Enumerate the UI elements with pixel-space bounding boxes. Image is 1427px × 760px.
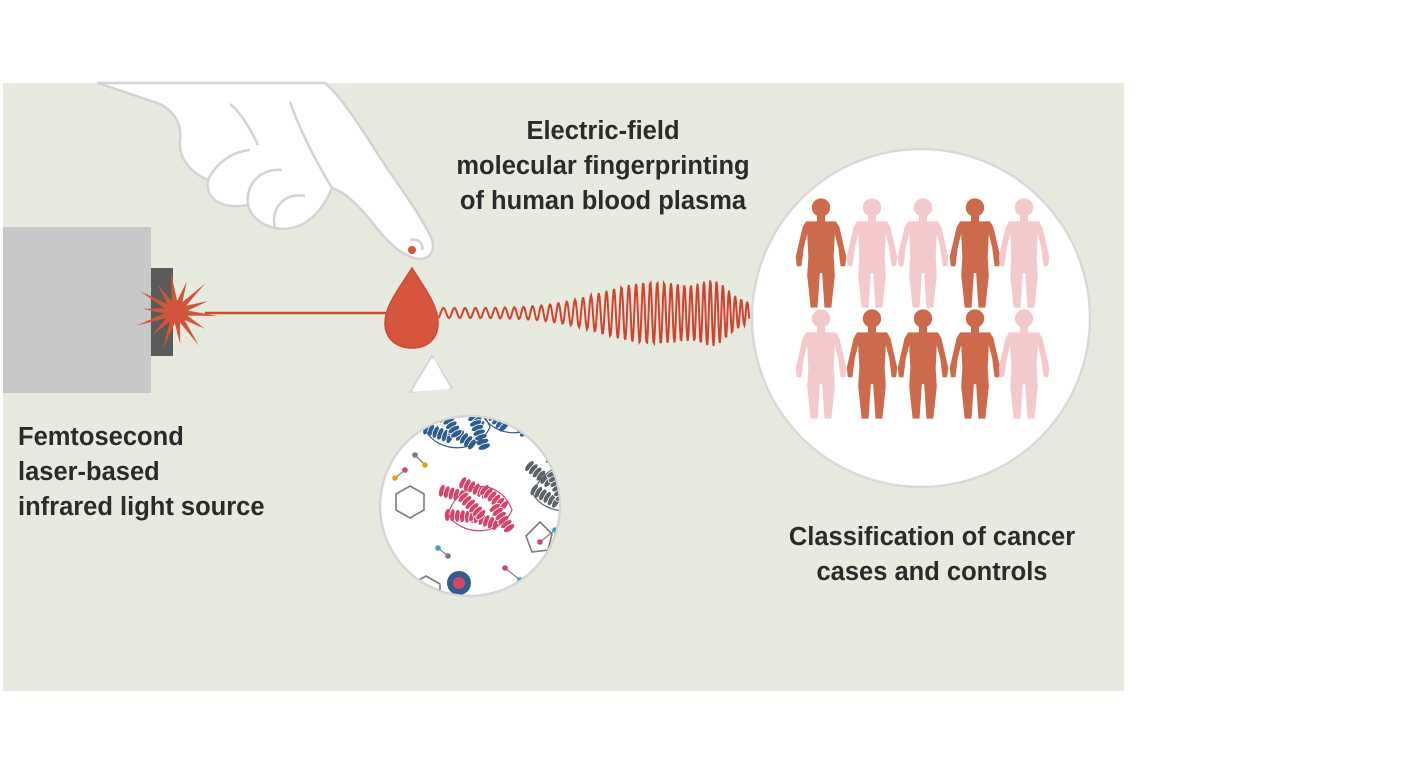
fingerprinting-label: Electric-field molecular fingerprinting … [456, 117, 750, 215]
liposome-icon [447, 571, 471, 595]
pointing-hand-icon [96, 81, 435, 261]
blood-droplet [408, 246, 416, 254]
classification-label: Classification of cancer cases and contr… [788, 523, 1076, 586]
people-circle [750, 147, 1092, 489]
blood-drop-icon [384, 266, 439, 349]
protein-molecule-icon [524, 453, 559, 512]
protein-molecule-icon [438, 476, 516, 534]
laser-source-icon [3, 227, 173, 393]
laser-source-label: Femtosecond laser-based infrared light s… [18, 423, 265, 521]
electric-field-waveform [434, 279, 751, 347]
starburst-icon [136, 272, 218, 350]
molecule-bubble [378, 354, 562, 598]
